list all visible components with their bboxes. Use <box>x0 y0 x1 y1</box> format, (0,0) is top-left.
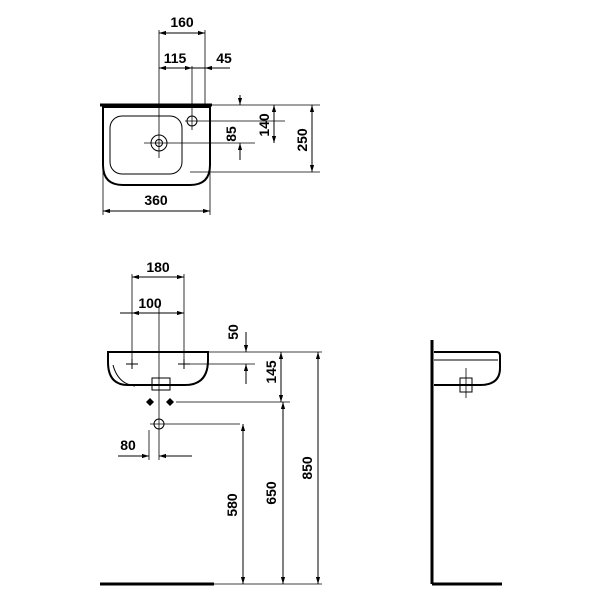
dim-250-label: 250 <box>294 128 310 152</box>
dim-115-label: 115 <box>164 50 187 66</box>
bowl-curve-left <box>112 364 136 387</box>
dim-45-label: 45 <box>216 50 232 66</box>
dim-80-label: 80 <box>120 437 136 453</box>
waste-stub <box>151 377 171 391</box>
dim-145-label: 145 <box>263 360 279 384</box>
basin-outline-top <box>102 106 211 186</box>
dim-580-label: 580 <box>224 493 240 517</box>
dim-85-label: 85 <box>223 126 239 142</box>
top-view: 160 115 45 85 140 250 360 <box>100 14 320 215</box>
dim-360-label: 360 <box>144 192 168 208</box>
fixing-point-right-icon <box>166 398 174 406</box>
fixing-point-left-icon <box>146 398 154 406</box>
basin-outline-side <box>434 351 501 386</box>
dim-180-label: 180 <box>146 259 170 275</box>
dim-100-label: 100 <box>138 295 162 311</box>
dim-850-label: 850 <box>299 456 315 480</box>
basin-outline-front <box>107 351 209 386</box>
dim-50-label: 50 <box>225 324 241 340</box>
bowl-inner-top <box>109 115 183 175</box>
dim-140-label: 140 <box>256 113 272 137</box>
side-view <box>430 340 502 586</box>
dim-650-label: 650 <box>263 481 279 505</box>
front-view: 180 100 50 145 80 580 6 <box>100 259 322 586</box>
dim-160-label: 160 <box>170 14 194 30</box>
